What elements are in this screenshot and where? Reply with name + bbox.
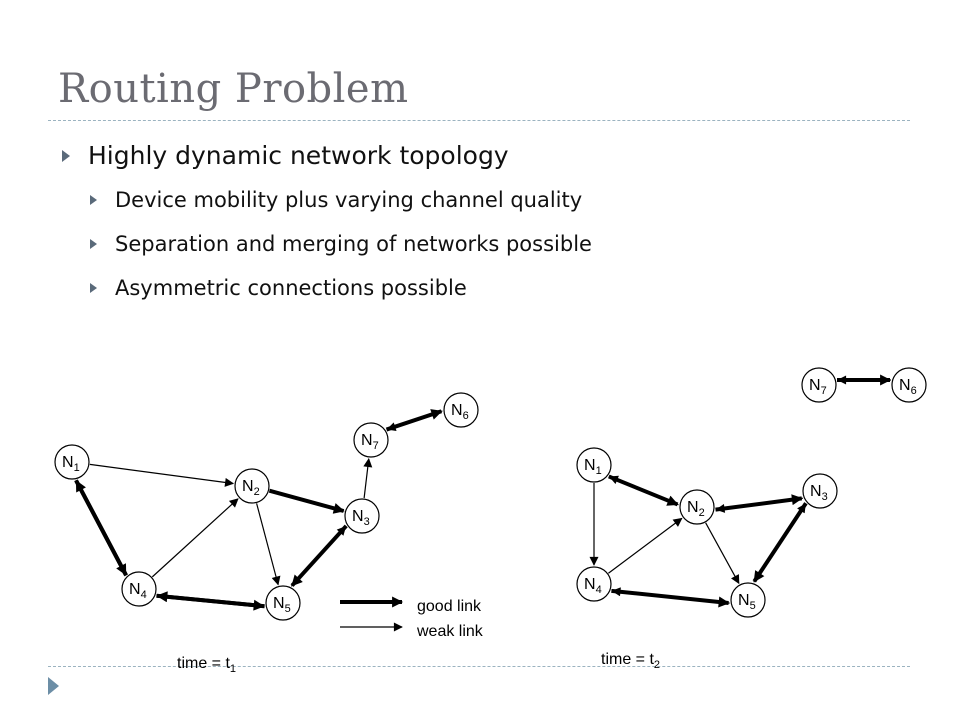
- node-circle: [121, 571, 157, 607]
- node-label: N6: [899, 377, 917, 397]
- weak-link-n2-to-n5: [705, 522, 740, 585]
- node-circle: [679, 489, 715, 525]
- node-n7: N7: [353, 422, 389, 458]
- weak-link-n2-to-n5: [256, 503, 281, 586]
- node-label: N4: [584, 576, 602, 596]
- weak-link-n4-to-n2: [608, 517, 683, 574]
- weak-link-n1-to-n2: [89, 463, 235, 487]
- node-n4: N4: [576, 566, 612, 602]
- node-label: N6: [451, 402, 469, 422]
- weak-link-n3-to-n7: [363, 457, 373, 499]
- bullet-4: Asymmetric connections possible: [90, 276, 467, 300]
- bullet-triangle-icon: [90, 239, 97, 249]
- node-n5: N5: [730, 582, 766, 618]
- legend: good link weak link: [340, 596, 484, 640]
- weak-link-n5-to-n3: [753, 503, 806, 583]
- node-n2: N2: [679, 489, 715, 525]
- weak-link-n4-to-n2: [151, 498, 239, 578]
- node-label: N3: [352, 508, 370, 528]
- bullet-triangle-icon: [90, 283, 97, 293]
- footer-divider: [48, 666, 910, 667]
- node-circle: [891, 367, 927, 403]
- bullet-2: Device mobility plus varying channel qua…: [90, 188, 582, 212]
- node-circle: [443, 392, 479, 428]
- node-n6: N6: [891, 367, 927, 403]
- node-circle: [353, 422, 389, 458]
- bullet-text: Device mobility plus varying channel qua…: [115, 188, 583, 212]
- bullet-3: Separation and merging of networks possi…: [90, 232, 592, 256]
- bullet-triangle-icon: [62, 149, 70, 162]
- node-label: N1: [62, 454, 80, 474]
- bullet-text: Highly dynamic network topology: [88, 141, 509, 170]
- weak-link-n3-to-n2: [715, 497, 803, 513]
- node-circle: [234, 468, 270, 504]
- corner-triangle-icon: [48, 677, 59, 695]
- good-link-n2-to-n3: [268, 488, 345, 514]
- node-label: N2: [242, 478, 260, 498]
- good-link-n7-to-n6: [385, 409, 443, 432]
- node-n3: N3: [802, 473, 838, 509]
- bullet-text: Separation and merging of networks possi…: [115, 232, 592, 256]
- node-circle: [730, 582, 766, 618]
- node-label: N5: [738, 592, 756, 612]
- title-divider: [48, 120, 910, 121]
- node-circle: [344, 498, 380, 534]
- legend-weak-label: weak link: [416, 623, 484, 640]
- node-label: N3: [810, 483, 828, 503]
- good-link-n4-to-n1: [74, 480, 128, 577]
- node-circle: [801, 367, 837, 403]
- bullet-triangle-icon: [90, 195, 97, 205]
- node-n5: N5: [265, 585, 301, 621]
- node-n4: N4: [121, 571, 157, 607]
- node-circle: [576, 447, 612, 483]
- node-label: N2: [687, 499, 705, 519]
- node-label: N4: [129, 581, 147, 601]
- time-label-1: time = t1: [177, 655, 236, 675]
- slide-title: Routing Problem: [58, 66, 409, 112]
- node-label: N7: [809, 377, 827, 397]
- time-label-2: time = t2: [601, 651, 660, 671]
- good-link-n5-to-n4: [156, 591, 265, 609]
- node-circle: [265, 585, 301, 621]
- node-circle: [54, 444, 90, 480]
- node-n1: N1: [576, 447, 612, 483]
- node-label: N5: [273, 595, 291, 615]
- node-n6: N6: [443, 392, 479, 428]
- weak-link-n5-to-n3: [290, 526, 347, 587]
- node-n2: N2: [234, 468, 270, 504]
- node-n7: N7: [801, 367, 837, 403]
- legend-good-label: good link: [417, 598, 482, 615]
- node-n1: N1: [54, 444, 90, 480]
- node-circle: [802, 473, 838, 509]
- bullet-text: Asymmetric connections possible: [115, 276, 467, 300]
- weak-link-n2-to-n1: [608, 475, 679, 506]
- node-n3: N3: [344, 498, 380, 534]
- weak-link-n5-to-n4: [611, 587, 730, 604]
- bullet-1: Highly dynamic network topology: [62, 141, 509, 170]
- node-circle: [576, 566, 612, 602]
- node-label: N7: [361, 432, 379, 452]
- node-label: N1: [584, 457, 602, 477]
